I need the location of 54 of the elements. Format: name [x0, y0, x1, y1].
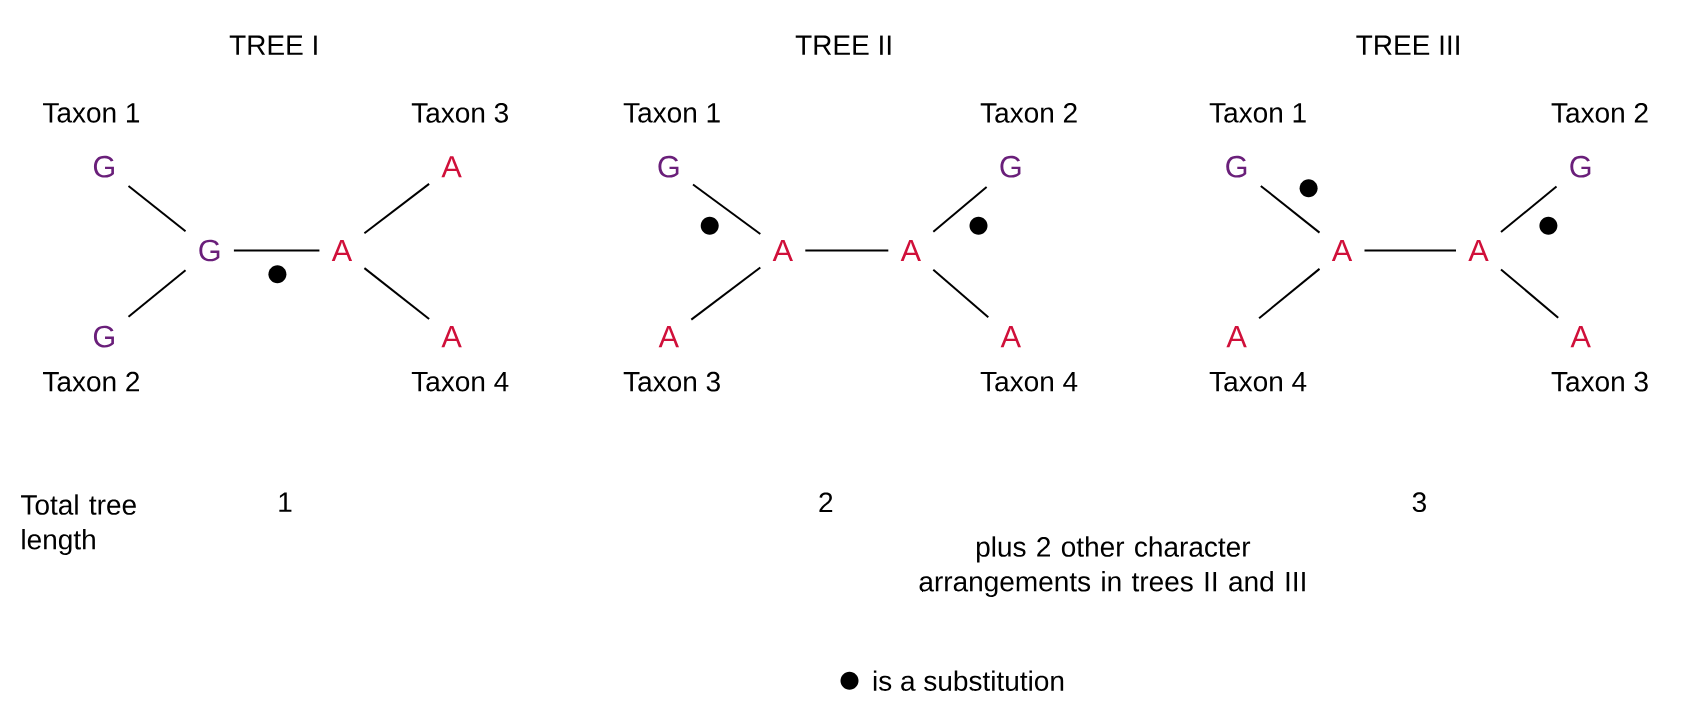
- label-text: TREE I: [229, 35, 317, 55]
- base-letter: G: [199, 239, 220, 262]
- base-letter: A: [1226, 326, 1247, 348]
- branch-line: [690, 266, 762, 321]
- row-label: Total tree length: [21, 494, 136, 556]
- branch-line: [932, 185, 988, 233]
- legend-text: is a substitution: [873, 670, 1064, 691]
- base-letter: A: [1331, 239, 1353, 262]
- base-letter: G: [1570, 155, 1591, 178]
- branch-line: [692, 183, 762, 235]
- branch-line: [127, 269, 187, 318]
- taxon-label: Taxon 3: [623, 371, 720, 392]
- base-letter: G: [93, 155, 114, 178]
- branch-line: [1500, 268, 1560, 319]
- taxon-label: Taxon 3: [1551, 371, 1648, 392]
- branch-line: [363, 182, 431, 235]
- note-text: plus 2 other character arrangements in trees II and III: [919, 536, 1305, 598]
- taxon-label: Taxon 1: [623, 103, 720, 123]
- taxon-label: Taxon 3: [411, 103, 508, 123]
- label-text: 2: [819, 492, 833, 512]
- taxon-label: Taxon 2: [1551, 103, 1648, 123]
- branch-line: [232, 249, 321, 252]
- base-letter: A: [1000, 326, 1021, 348]
- base-letter: A: [772, 239, 793, 262]
- base-letter: A: [331, 239, 353, 262]
- branch-line: [1258, 267, 1321, 320]
- label-text: TREE II: [795, 35, 891, 55]
- base-letter: G: [1000, 155, 1021, 178]
- base-letter: G: [93, 325, 114, 348]
- branch-line: [1259, 184, 1321, 234]
- branch-line: [932, 268, 990, 319]
- taxon-label: Taxon 4: [411, 371, 509, 392]
- base-letter: A: [441, 326, 462, 348]
- base-letter: A: [1570, 326, 1591, 348]
- taxon-label: Taxon 4: [980, 371, 1078, 392]
- base-letter: G: [658, 155, 679, 178]
- label-text: 3: [1412, 492, 1426, 513]
- base-letter: G: [1226, 155, 1247, 178]
- base-letter: A: [1468, 239, 1489, 262]
- label-text: 1: [279, 492, 292, 512]
- base-letter: A: [658, 326, 679, 348]
- taxon-label: Taxon 1: [1209, 103, 1306, 123]
- branch-line: [363, 267, 431, 320]
- base-letter: A: [900, 239, 921, 262]
- taxon-label: Taxon 2: [43, 371, 139, 392]
- branch-line: [1500, 185, 1558, 234]
- base-letter: A: [441, 156, 462, 178]
- branch-line: [127, 184, 187, 233]
- branch-line: [804, 249, 890, 252]
- taxon-label: Taxon 1: [43, 103, 140, 123]
- taxon-label: Taxon 2: [980, 103, 1077, 123]
- branch-line: [1363, 249, 1457, 252]
- taxon-label: Taxon 4: [1209, 371, 1307, 392]
- label-text: TREE III: [1356, 35, 1459, 55]
